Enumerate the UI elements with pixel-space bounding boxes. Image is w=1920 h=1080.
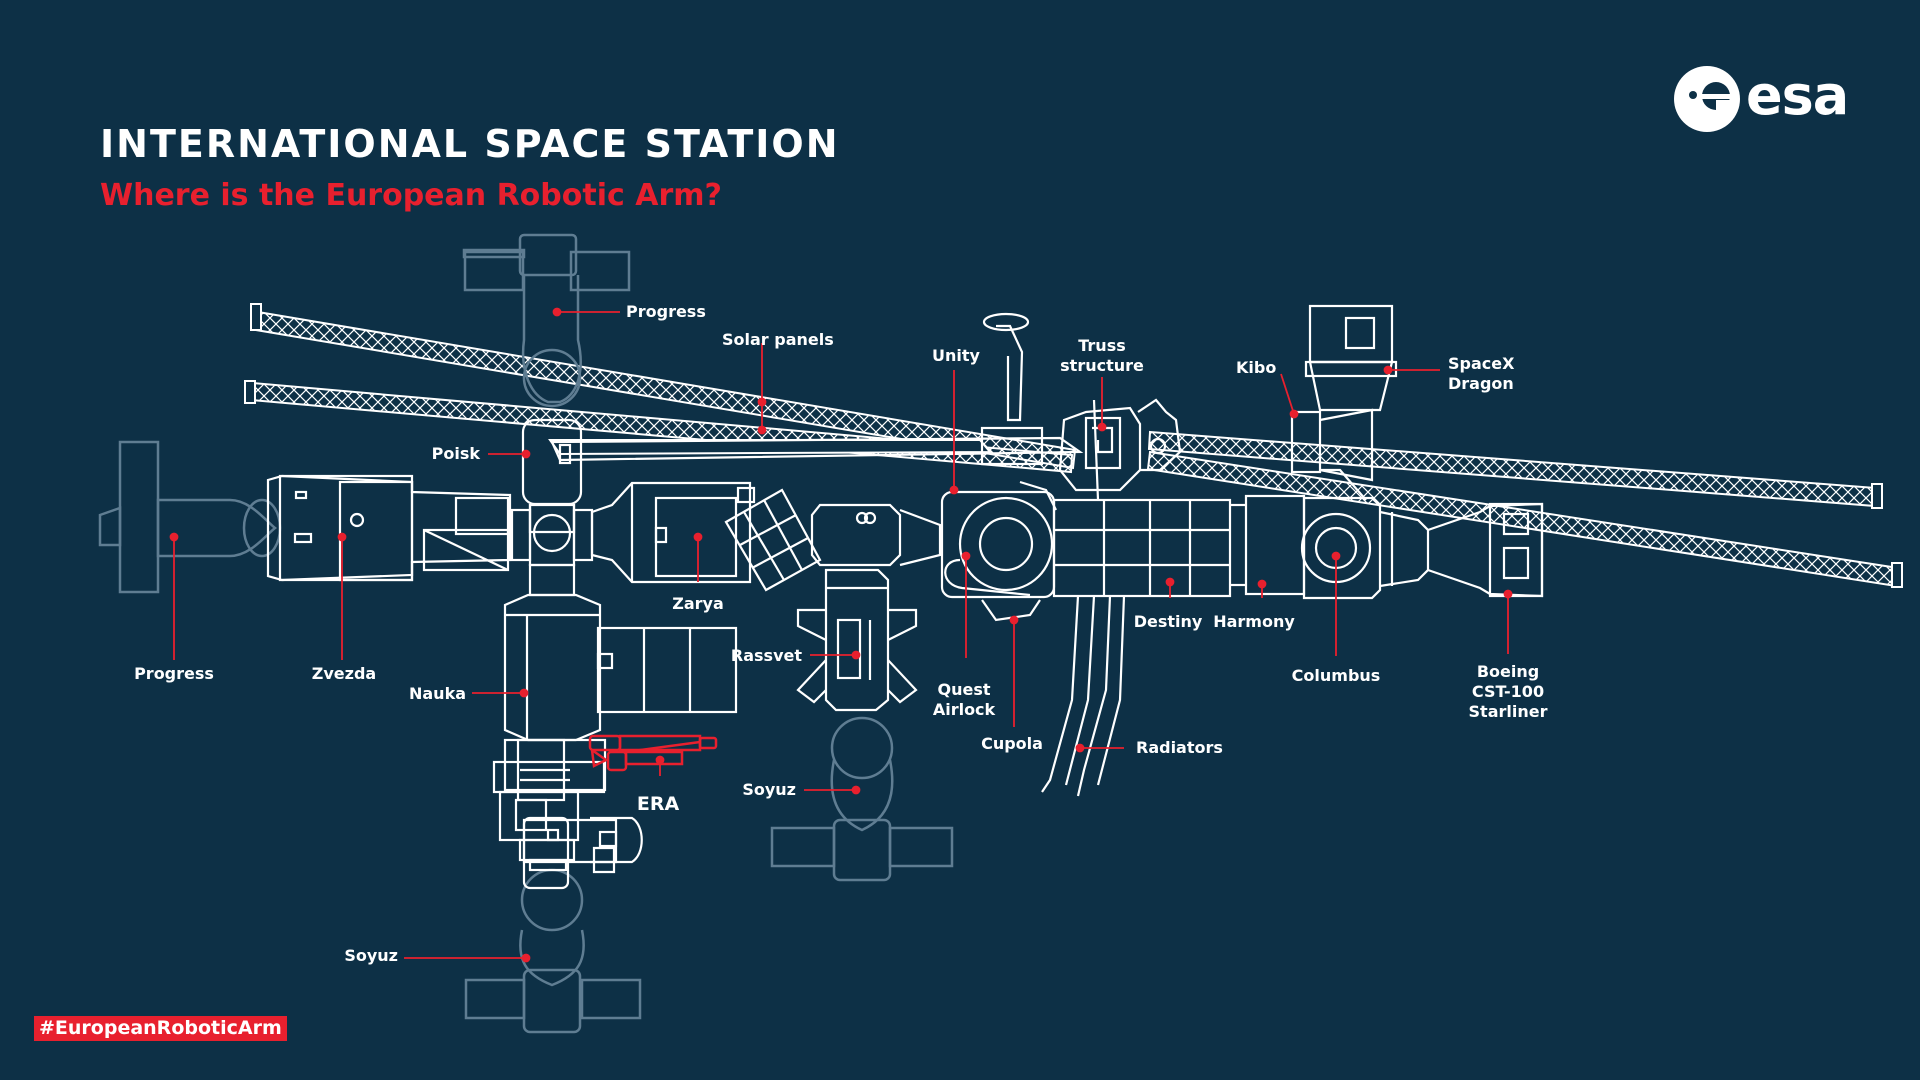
solar-panels (244, 303, 1903, 588)
esa-logo-icon (1674, 66, 1740, 132)
label-zvezda: Zvezda (311, 664, 377, 683)
progress-top (462, 233, 631, 408)
era-robotic-arm (588, 734, 718, 772)
label-soyuz-mid: Soyuz (742, 780, 796, 799)
esa-wordmark: esa (1746, 64, 1849, 127)
progress-left (98, 440, 282, 594)
page-title: INTERNATIONAL SPACE STATION (100, 122, 840, 166)
label-progress-top: Progress (626, 302, 706, 321)
rassvet-module (824, 568, 890, 712)
label-spacex-dragon: SpaceX Dragon (1448, 354, 1515, 393)
label-soyuz-bottom: Soyuz (344, 946, 398, 965)
soyuz-mid (770, 716, 954, 882)
destiny-module (1052, 498, 1232, 598)
label-rassvet: Rassvet (730, 646, 802, 665)
zvezda-module (266, 474, 512, 582)
unity-module (940, 490, 1056, 599)
leader-lines (169, 307, 1513, 963)
label-poisk: Poisk (431, 444, 480, 463)
label-cupola: Cupola (981, 734, 1043, 753)
label-kibo: Kibo (1236, 358, 1277, 377)
label-progress-left: Progress (134, 664, 214, 683)
kibo-module (1290, 410, 1322, 474)
station-structure (266, 304, 1544, 890)
label-radiators: Radiators (1136, 738, 1223, 757)
label-harmony: Harmony (1213, 612, 1295, 631)
label-columbus: Columbus (1291, 666, 1381, 685)
page-subtitle: Where is the European Robotic Arm? (100, 178, 722, 213)
harmony-module (1244, 494, 1306, 596)
label-destiny: Destiny (1133, 612, 1203, 631)
nauka-module (503, 593, 602, 742)
label-boeing-starliner: Boeing CST-100 Starliner (1468, 662, 1548, 721)
spacex-dragon (1308, 304, 1394, 364)
label-zarya: Zarya (672, 594, 724, 613)
columbus-module (1302, 496, 1382, 600)
label-unity: Unity (932, 346, 980, 365)
zarya-module (590, 481, 752, 584)
poisk-module (521, 418, 583, 506)
radiators (1041, 399, 1126, 797)
label-nauka: Nauka (408, 684, 466, 703)
label-solar-panels: Solar panels (722, 330, 834, 349)
label-truss-structure: Truss structure (1060, 336, 1144, 375)
hashtag-badge[interactable]: #EuropeanRoboticArm (34, 1016, 287, 1041)
soyuz-bottom (464, 868, 642, 1034)
label-era: ERA (636, 793, 680, 815)
label-quest-airlock: Quest Airlock (932, 680, 996, 719)
